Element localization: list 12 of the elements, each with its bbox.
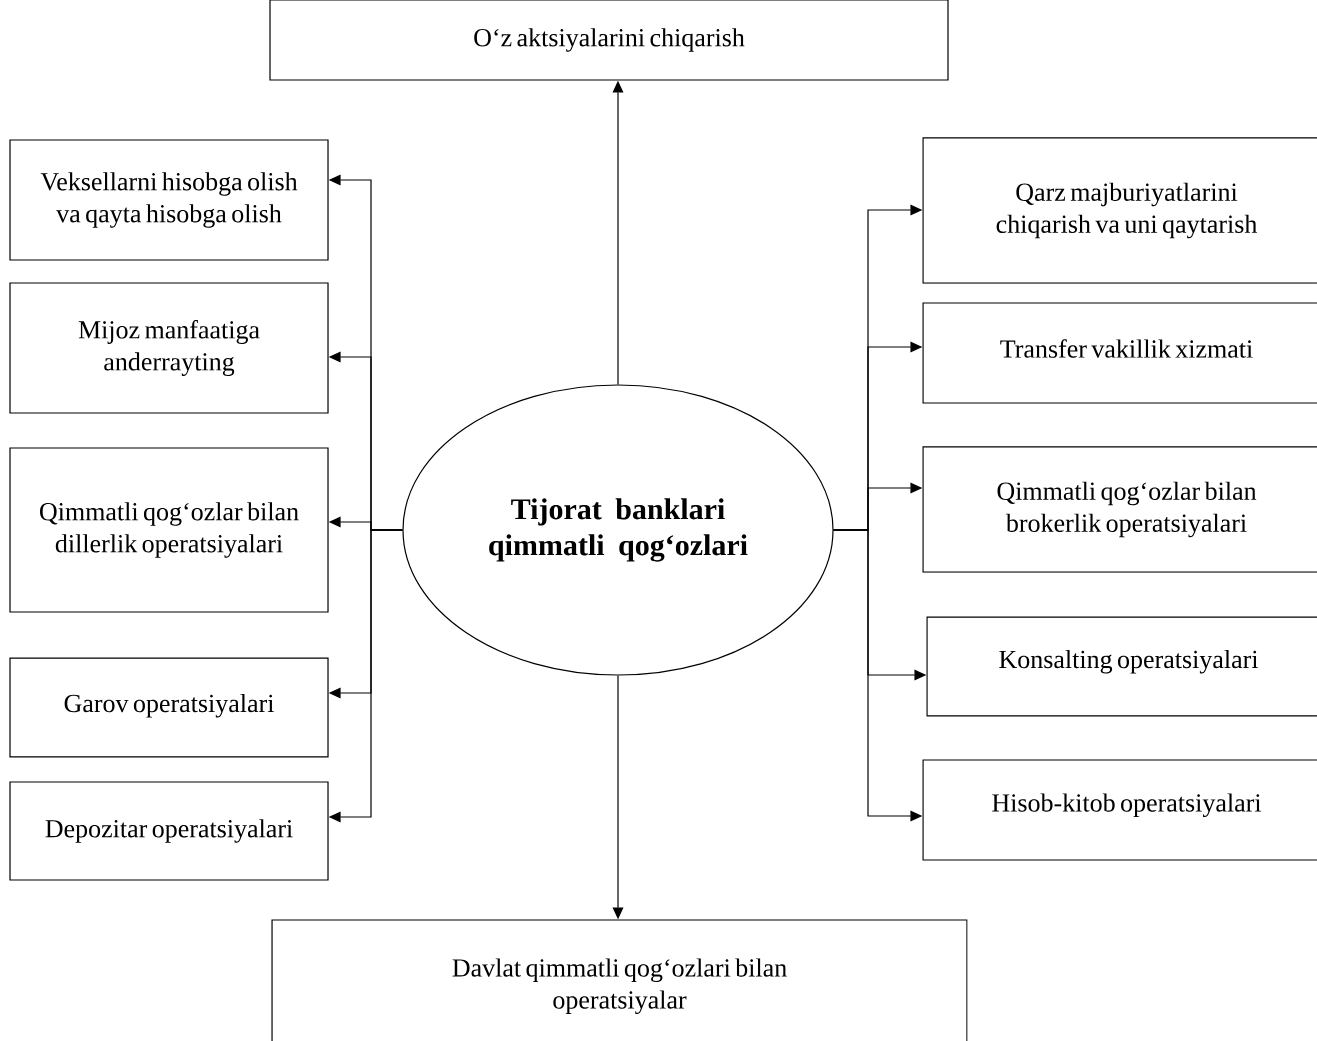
operation-box: Hisob-kitob operatsiyalari — [922, 759, 1317, 861]
operation-box: Qarz majburiyatlarini chiqarish va uni qaytarish — [922, 137, 1317, 284]
operation-box: Qimmatli qog‘ozlar bilan brokerlik operatsiyalari — [922, 446, 1317, 573]
operation-box: Davlat qimmatli qog‘ozlari bilan operatsiyalar — [271, 919, 968, 1041]
operation-box: Veksellarni hisobga olish va qayta hisobga olish — [9, 139, 329, 261]
operation-box: O‘z aktsiyalarini chiqarish — [269, 0, 949, 81]
operation-box: Konsalting operatsiyalari — [926, 616, 1317, 717]
operation-box: Transfer vakillik xizmati — [922, 302, 1317, 404]
operation-box: Qimmatli qog‘ozlar bilan dillerlik operatsiyalari — [9, 447, 329, 613]
operation-box: Depozitar operatsiyalari — [9, 781, 329, 881]
operation-box: Mijoz manfaatiga anderrayting — [9, 282, 329, 414]
operation-box: Garov operatsiyalari — [9, 657, 329, 758]
